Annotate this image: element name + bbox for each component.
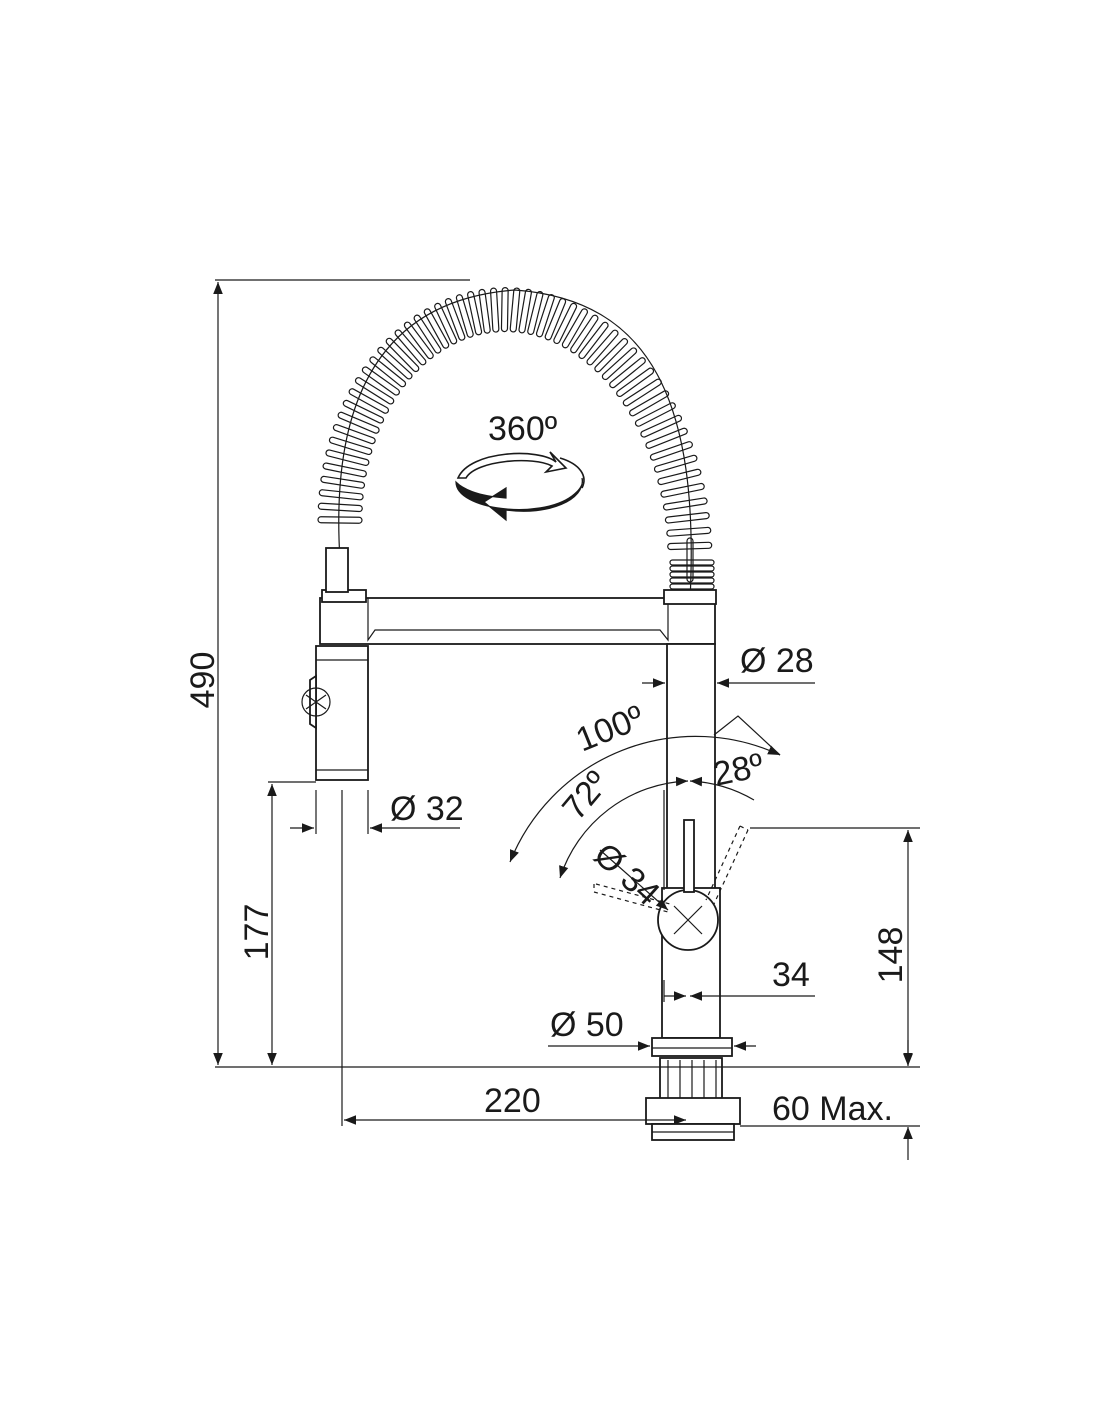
hose-coil-ring bbox=[385, 337, 420, 373]
hose-coil-ring bbox=[649, 441, 693, 461]
hose-coil-ring bbox=[667, 541, 713, 551]
hose-coil-ring bbox=[320, 475, 366, 489]
hose-coil-ring bbox=[423, 308, 450, 349]
hose-coil-ring bbox=[544, 298, 567, 341]
hose-coil-ring bbox=[500, 287, 509, 333]
hose-coil-ring bbox=[657, 468, 702, 486]
hose-coil-ring bbox=[317, 516, 363, 524]
hose-coil-ring bbox=[535, 294, 555, 338]
hose-coil-ring bbox=[348, 388, 390, 414]
angle-lever-full: 100º bbox=[571, 698, 649, 759]
dim-reach: 220 bbox=[484, 1082, 541, 1120]
hose-coil-ring bbox=[478, 288, 491, 334]
hose-coil-ring bbox=[455, 294, 474, 338]
dim-body-diameter: Ø 28 bbox=[740, 642, 814, 680]
hose-coil-ring bbox=[653, 454, 698, 473]
hose-coil-ring bbox=[669, 577, 715, 584]
hose-coil-ring bbox=[322, 462, 367, 478]
hose-coil-ring bbox=[570, 314, 599, 354]
hose-coil-ring bbox=[518, 288, 533, 334]
hose-coil-ring bbox=[489, 287, 500, 333]
hose-coil-ring bbox=[664, 512, 710, 524]
spray-head bbox=[301, 645, 369, 781]
hose-coils bbox=[317, 287, 715, 596]
hose-coil-ring bbox=[318, 489, 364, 501]
dimension-lines bbox=[213, 279, 920, 1160]
hose-coil-ring bbox=[561, 308, 589, 349]
hose-coil-ring bbox=[616, 367, 655, 398]
hose-coil-ring bbox=[354, 377, 395, 405]
hose-coil-ring bbox=[609, 357, 646, 389]
hose-coil-ring bbox=[377, 346, 413, 380]
hose-coil-ring bbox=[342, 399, 385, 424]
dim-body-height: 148 bbox=[872, 927, 910, 984]
hose-coil-ring bbox=[337, 411, 380, 434]
hose-coil-ring bbox=[669, 565, 715, 572]
dim-total-height: 490 bbox=[184, 652, 222, 709]
hose-coil-ring bbox=[527, 290, 544, 336]
hose-coil-ring bbox=[369, 356, 407, 388]
hose-coil-ring bbox=[586, 329, 619, 366]
hose-coil-ring bbox=[669, 559, 715, 566]
hose-coil-ring bbox=[666, 526, 712, 537]
dim-spray-diameter: Ø 32 bbox=[390, 790, 464, 828]
hose-coil-ring bbox=[601, 347, 638, 381]
dim-spout-height: 177 bbox=[238, 904, 276, 961]
hose-coil-ring bbox=[332, 424, 376, 445]
angle-lever-forward: 28º bbox=[710, 746, 767, 794]
hose-coil-ring bbox=[509, 287, 521, 333]
hose-coil-ring bbox=[660, 482, 705, 498]
dim-lever-diameter: Ø 34 bbox=[587, 836, 667, 914]
rotation-label: 360º bbox=[488, 410, 557, 448]
hose-coil-ring bbox=[640, 414, 683, 438]
hose-coil-ring bbox=[394, 329, 427, 366]
dim-base-diameter: Ø 50 bbox=[550, 1006, 624, 1044]
hose-coil-ring bbox=[645, 427, 688, 449]
hose-coil-ring bbox=[662, 497, 708, 511]
hose-coil-ring bbox=[553, 302, 578, 345]
hose-coil-ring bbox=[634, 402, 676, 427]
hose-coil-ring bbox=[629, 390, 670, 417]
spout-arm bbox=[319, 547, 717, 645]
dim-lever-offset: 34 bbox=[772, 956, 810, 994]
hose-coil-ring bbox=[317, 502, 363, 513]
angle-lever-back: 72º bbox=[555, 764, 616, 827]
fixing-kit bbox=[645, 1057, 741, 1141]
spring-hose bbox=[317, 287, 715, 601]
hose-coil-ring bbox=[669, 583, 715, 590]
hose-coil-ring bbox=[622, 378, 662, 407]
hose-coil-ring bbox=[413, 314, 442, 354]
hose-coil-ring bbox=[403, 321, 434, 360]
hose-coil-ring bbox=[467, 291, 483, 336]
hose-coil-ring bbox=[444, 298, 466, 341]
hose-coil-ring bbox=[434, 302, 458, 345]
hose-coil-ring bbox=[328, 436, 373, 456]
hose-coil-ring bbox=[578, 321, 609, 360]
hose-coil-ring bbox=[325, 449, 370, 466]
hose-coil-ring bbox=[361, 366, 400, 396]
hose-coil-ring bbox=[669, 571, 715, 578]
rotate-360-icon bbox=[455, 451, 585, 522]
hose-coil-ring bbox=[594, 338, 629, 373]
dim-counter-thickness: 60 Max. bbox=[772, 1090, 893, 1128]
